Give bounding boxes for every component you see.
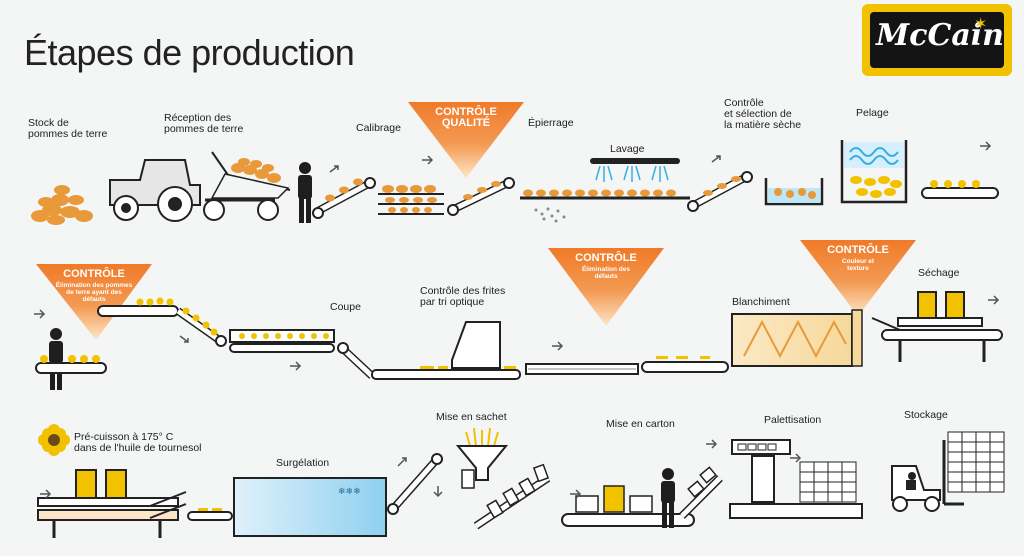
water-tank-icon [764, 178, 824, 206]
sunflower-icon [38, 424, 70, 456]
label-tri-optique: Contrôle des frites par tri optique [420, 285, 506, 308]
star-icon: ✶ [974, 16, 988, 33]
worker-icon [661, 468, 675, 528]
label-palettisation: Palettisation [764, 414, 822, 426]
conveyor-icon [525, 356, 729, 375]
bagging-funnel-icon [455, 427, 551, 530]
conveyor-icon [679, 466, 723, 519]
conveyor-icon [447, 177, 515, 216]
flow-arrows [329, 141, 992, 173]
sizing-belts-icon [378, 185, 444, 215]
logo-text: McCain [876, 18, 1004, 53]
control-1-subtitle: Élimination des pommes de terre ayant de… [55, 282, 133, 303]
label-calibrage: Calibrage [356, 122, 401, 134]
carton-icon [561, 485, 695, 527]
label-selection: Contrôle et sélection de la matière sèch… [724, 97, 802, 131]
control-quality-title: CONTRÔLE QUALITÉ [435, 106, 497, 129]
control-2-triangle [548, 248, 664, 326]
control-1-title: CONTRÔLE [63, 268, 125, 280]
optical-sorter-icon [420, 321, 516, 369]
control-3-title: CONTRÔLE [827, 244, 889, 256]
worker-icon [298, 162, 312, 223]
label-reception: Réception des pommes de terre [164, 112, 244, 135]
peeler-icon [840, 140, 908, 204]
label-blanchiment: Blanchiment [732, 296, 790, 308]
conveyor-icon [687, 171, 753, 212]
conveyor-icon [387, 453, 443, 515]
control-2-title: CONTRÔLE [575, 252, 637, 264]
label-epierrage: Épierrage [528, 117, 574, 129]
conveyor-icon [229, 329, 335, 353]
label-stockage: Stockage [904, 409, 948, 421]
potato-pile-icon [31, 185, 93, 225]
worker-icon [49, 328, 63, 390]
conveyor-icon [337, 342, 521, 380]
freezer-tunnel-icon: ❄❄❄ [187, 477, 387, 537]
label-lavage: Lavage [610, 143, 645, 155]
conveyor-icon [312, 177, 376, 219]
sprinkler-icon [590, 158, 680, 182]
svg-text:❄❄❄: ❄❄❄ [338, 487, 361, 497]
fryer-icon [37, 469, 187, 538]
label-coupe: Coupe [330, 301, 361, 313]
control-3-subtitle: Couleur et texture [841, 258, 875, 272]
label-sechage: Séchage [918, 267, 960, 279]
trailer-icon [203, 151, 291, 221]
page-title: Étapes de production [24, 32, 355, 73]
dryer-icon [871, 291, 1003, 362]
forklift-icon [891, 431, 1005, 512]
mccain-logo: McCain ✶ [862, 4, 1012, 76]
pallet-icon [729, 439, 863, 519]
control-3-triangle [800, 240, 916, 316]
conveyor-icon [35, 355, 107, 374]
label-precuisson: Pré-cuisson à 175° C dans de l'huile de … [74, 431, 202, 454]
label-stock: Stock de pommes de terre [28, 117, 108, 140]
conveyor-icon [921, 180, 999, 199]
label-surgelation: Surgélation [276, 457, 330, 469]
conveyor-icon [97, 297, 227, 347]
control-2-subtitle: Élimination des défauts [581, 266, 631, 280]
label-sachet: Mise en sachet [436, 411, 507, 423]
flow-arrows [40, 439, 802, 499]
tractor-icon [109, 159, 201, 222]
control-1-triangle [36, 264, 152, 340]
destoner-belt-icon [520, 189, 690, 223]
label-carton: Mise en carton [606, 418, 675, 430]
blancher-icon [731, 309, 863, 367]
flow-arrows [34, 295, 1000, 371]
logo-background [870, 12, 1004, 68]
control-quality-triangle [408, 102, 524, 178]
label-pelage: Pelage [856, 107, 889, 119]
